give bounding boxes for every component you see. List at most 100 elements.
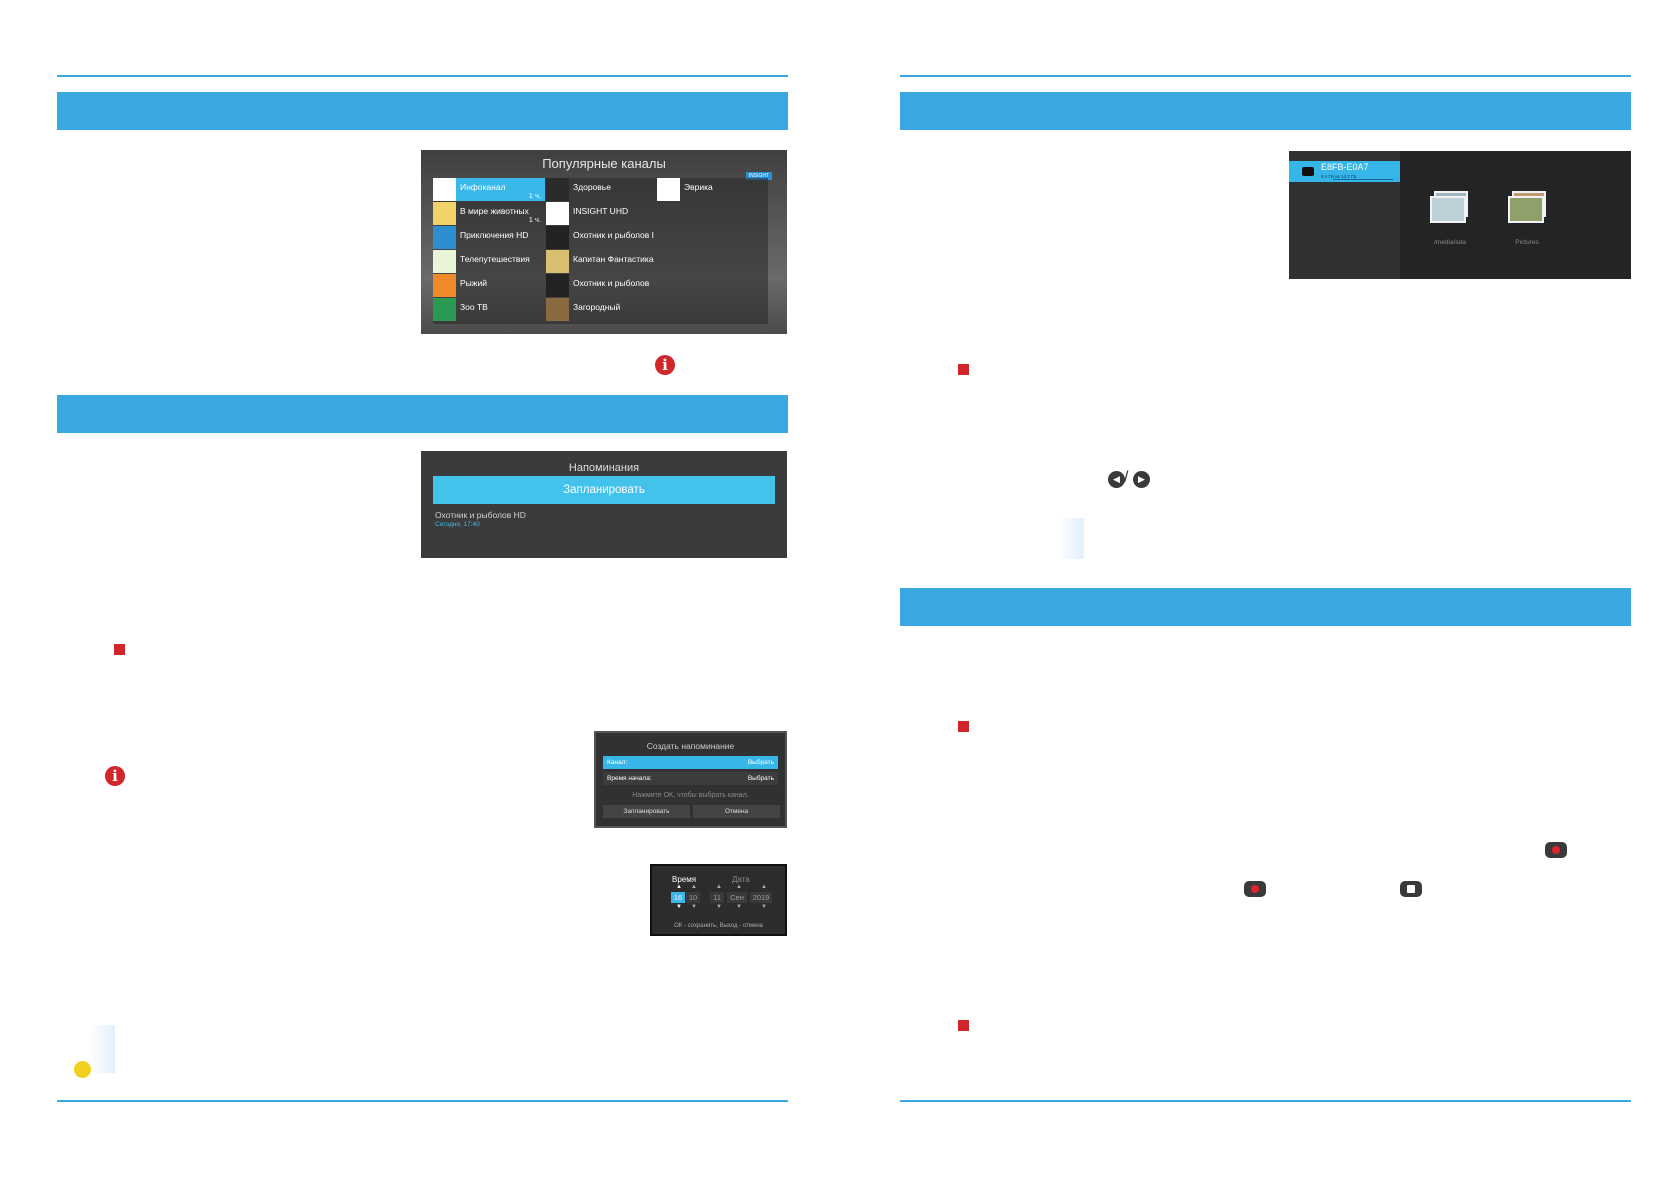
storage-sidebar: E8FB-E0A7 9.1 ГБ из 14.7 ГБ	[1289, 151, 1400, 279]
channel-item[interactable]: Эврика	[657, 178, 768, 201]
provider-badge: INSIGHT	[745, 172, 772, 180]
folder-icon[interactable]	[1428, 191, 1470, 225]
channel-name: INSIGHT UHD	[573, 206, 629, 216]
reminders-screenshot: Напоминания Запланировать Охотник и рыбо…	[421, 451, 787, 558]
note-highlight	[1058, 518, 1084, 559]
month-field[interactable]: Сен	[727, 892, 747, 903]
channel-logo	[433, 202, 456, 225]
channel-item[interactable]: В мире животных 1 ч.	[433, 202, 545, 225]
channel-name: Здоровье	[573, 182, 611, 192]
channel-item[interactable]: Зоо ТВ	[433, 298, 545, 321]
device-capacity: 9.1 ГБ из 14.7 ГБ	[1321, 174, 1357, 179]
channel-logo	[546, 202, 569, 225]
bullet-marker	[114, 644, 125, 655]
chevron-down-icon[interactable]: ▼	[676, 904, 682, 910]
arrow-left-icon: ◀	[1108, 471, 1125, 488]
channel-name: В мире животных	[460, 206, 529, 216]
channel-logo	[546, 298, 569, 321]
channel-name: Загородный	[573, 302, 621, 312]
chevron-up-icon[interactable]: ▲	[676, 884, 682, 890]
channel-item[interactable]: Капитан Фантастика	[546, 250, 656, 273]
channel-item[interactable]: Здоровье	[546, 178, 656, 201]
time-picker-hint: ОК - сохранить, Выход - отмена	[674, 923, 763, 929]
channel-item[interactable]: Рыжий	[433, 274, 545, 297]
channel-name: Охотник и рыболов	[573, 278, 650, 288]
channel-item[interactable]: INSIGHT UHD	[546, 202, 656, 225]
channel-item[interactable]: Охотник и рыболов	[546, 274, 656, 297]
hour-field[interactable]: 16	[671, 892, 685, 903]
day-field[interactable]: 11	[710, 892, 724, 903]
chevron-down-icon[interactable]: ▼	[691, 904, 697, 910]
chevron-up-icon[interactable]: ▲	[716, 884, 722, 890]
year-field[interactable]: 2019	[750, 892, 772, 903]
chevron-down-icon[interactable]: ▼	[736, 904, 742, 910]
channel-logo	[546, 226, 569, 249]
create-reminder-title: Создать напоминание	[646, 741, 735, 751]
record-icon	[1244, 881, 1266, 897]
channel-item[interactable]: Загородный	[546, 298, 656, 321]
stop-icon	[1400, 881, 1422, 897]
section-header-band-2	[57, 395, 788, 433]
channel-logo	[433, 250, 456, 273]
note-highlight	[89, 1025, 115, 1073]
channel-item[interactable]: Приключения HD	[433, 226, 545, 249]
popular-channels-screenshot: Популярные каналы INSIGHT Инфоканал 1 ч.…	[421, 150, 787, 334]
bullet-marker	[958, 1020, 969, 1031]
channel-duration: 1 ч.	[528, 191, 541, 200]
channel-logo	[433, 226, 456, 249]
channel-name: Инфоканал	[460, 182, 506, 192]
folder-icon[interactable]	[1506, 191, 1548, 225]
folder-label: /media/sda	[1434, 239, 1466, 246]
channel-value: Выбрать	[747, 759, 774, 766]
note-icon	[74, 1061, 91, 1078]
start-time-row[interactable]: Время начала: Выбрать	[603, 772, 778, 785]
channel-name: Зоо ТВ	[460, 302, 488, 312]
start-time-label: Время начала:	[607, 775, 652, 782]
channel-name: Капитан Фантастика	[573, 254, 654, 264]
create-reminder-screenshot: Создать напоминание Канал: Выбрать Время…	[594, 731, 787, 828]
reminders-title: Напоминания	[568, 462, 640, 474]
section-header-band-4	[900, 588, 1631, 626]
chevron-up-icon[interactable]: ▲	[736, 884, 742, 890]
schedule-button[interactable]: Запланировать	[433, 476, 775, 504]
chevron-down-icon[interactable]: ▼	[716, 904, 722, 910]
channel-logo	[546, 274, 569, 297]
section-header-band-3	[900, 92, 1631, 130]
arrow-right-icon: ▶	[1133, 471, 1150, 488]
channel-logo	[433, 274, 456, 297]
record-icon	[1545, 842, 1567, 858]
folder-label: Pictures	[1515, 239, 1539, 246]
chevron-up-icon[interactable]: ▲	[691, 884, 697, 890]
reminder-channel: Охотник и рыболов HD	[435, 510, 526, 520]
info-icon: i	[655, 355, 675, 375]
date-label: Дата	[732, 875, 750, 884]
top-rule-left	[57, 75, 788, 77]
channel-name: Приключения HD	[460, 230, 529, 240]
channel-item[interactable]: Инфоканал 1 ч.	[433, 178, 545, 201]
usb-drive-icon	[1302, 167, 1314, 176]
channel-name: Охотник и рыболов I	[573, 230, 655, 240]
channel-logo	[546, 250, 569, 273]
time-picker-screenshot: Время Дата ▲ ▲ ▲ ▲ ▲ 16 10 11 Сен 2019 ▼…	[650, 864, 787, 936]
channel-name: Рыжий	[460, 278, 487, 288]
minute-field[interactable]: 10	[686, 892, 700, 903]
channel-name: Эврика	[684, 182, 713, 192]
storage-device-item[interactable]: E8FB-E0A7 9.1 ГБ из 14.7 ГБ	[1289, 161, 1400, 182]
start-time-value: Выбрать	[747, 775, 774, 782]
channel-row[interactable]: Канал: Выбрать	[603, 756, 778, 769]
bottom-rule-right	[900, 1100, 1631, 1102]
device-name: E8FB-E0A7	[1321, 162, 1369, 172]
cancel-button[interactable]: Отмена	[693, 805, 780, 818]
channel-item[interactable]: Охотник и рыболов I	[546, 226, 656, 249]
bullet-marker	[958, 364, 969, 375]
chevron-up-icon[interactable]: ▲	[761, 884, 767, 890]
channel-item[interactable]: Телепутешествия	[433, 250, 545, 273]
info-icon: i	[105, 766, 125, 786]
channel-label: Канал:	[607, 759, 628, 766]
bottom-rule-left	[57, 1100, 788, 1102]
schedule-button[interactable]: Запланировать	[603, 805, 690, 818]
create-reminder-hint: Нажмите ОК, чтобы выбрать канал.	[632, 792, 749, 799]
chevron-down-icon[interactable]: ▼	[761, 904, 767, 910]
channel-grid: Инфоканал 1 ч. В мире животных 1 ч. Прик…	[433, 178, 768, 324]
capacity-bar	[1333, 179, 1393, 180]
